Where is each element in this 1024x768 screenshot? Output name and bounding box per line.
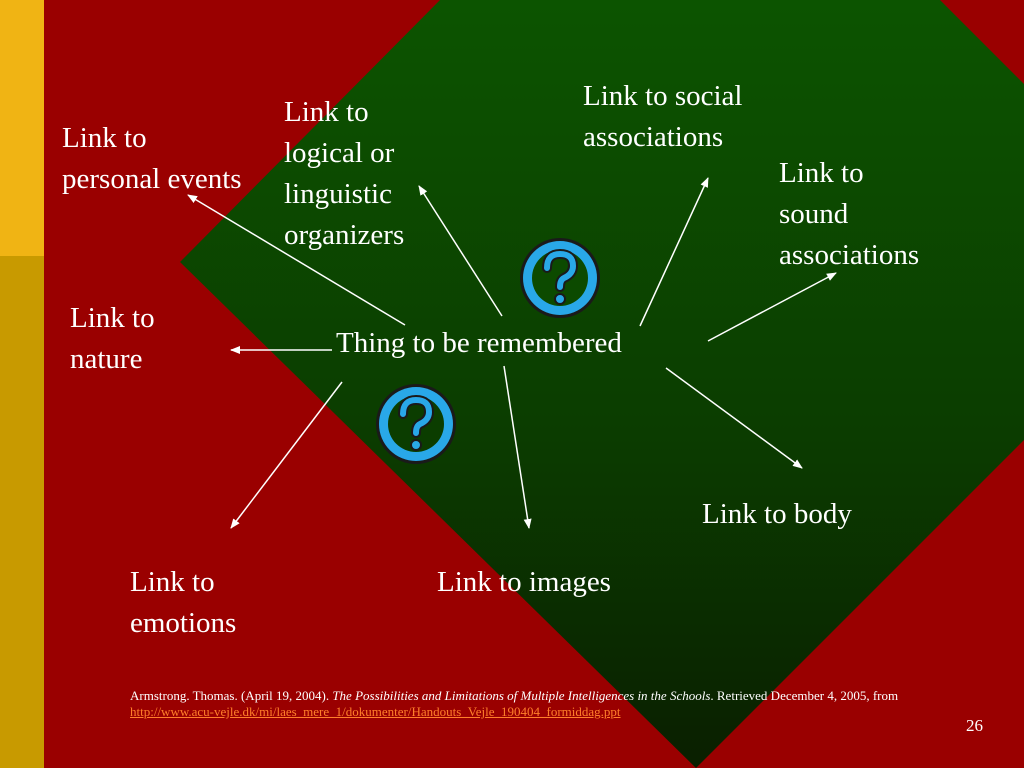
center-label: Thing to be remembered xyxy=(336,327,622,359)
link-nature: Link to nature xyxy=(70,302,155,375)
arrow-sound xyxy=(707,272,837,342)
link-images: Link to images xyxy=(437,566,611,598)
citation-retrieved: . Retrieved December 4, 2005, from xyxy=(710,688,899,703)
arrow-images xyxy=(503,365,532,529)
citation-url-link[interactable]: http://www.acu-vejle.dk/mi/laes_mere_1/d… xyxy=(130,704,621,719)
arrow-personal-events xyxy=(187,194,406,326)
arrow-body xyxy=(665,367,803,469)
slide-number: 26 xyxy=(966,716,983,735)
link-sound-associations: Link to sound associations xyxy=(779,157,920,271)
link-body: Link to body xyxy=(702,498,852,530)
sidebar-accent-bottom xyxy=(0,256,44,768)
citation-authors: Armstrong. Thomas. (April 19, 2004). xyxy=(130,688,333,703)
link-personal-events: Link to personal events xyxy=(62,122,242,195)
arrow-logical xyxy=(418,185,503,317)
link-logical-organizers: Link to logical or linguistic organizers xyxy=(284,96,405,251)
arrow-social xyxy=(639,177,709,327)
citation: Armstrong. Thomas. (April 19, 2004). The… xyxy=(130,688,930,720)
link-social-associations: Link to social associations xyxy=(583,80,743,153)
citation-title: The Possibilities and Limitations of Mul… xyxy=(332,688,711,703)
link-emotions: Link to emotions xyxy=(130,566,237,639)
sidebar-accent-top xyxy=(0,0,44,256)
question-mark-icon xyxy=(520,238,600,318)
arrow-emotions xyxy=(230,381,343,529)
question-mark-icon xyxy=(376,384,456,464)
